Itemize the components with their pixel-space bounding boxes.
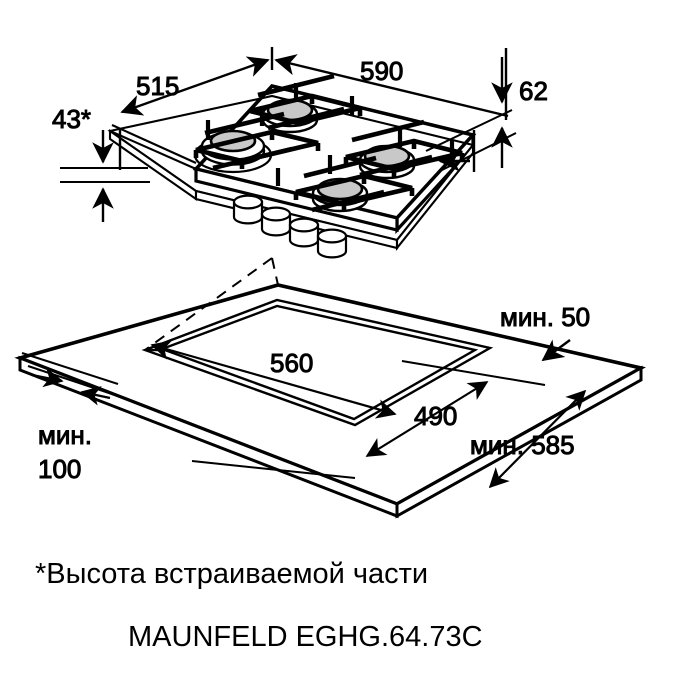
projection-line-left: [144, 257, 273, 351]
ext-line-490-top: [401, 360, 546, 386]
dim-line-min-585: [488, 389, 587, 489]
dim-arrow-min-50: [541, 339, 571, 362]
projection-line-center: [271, 257, 279, 286]
ext-line-min-100-top: [21, 352, 119, 385]
dimension-label-min-50: мин. 50: [500, 302, 590, 332]
control-knob-2[interactable]: [260, 206, 292, 237]
projection-lines: [144, 257, 279, 351]
dimension-label-515: 515: [136, 71, 179, 101]
control-knob-4[interactable]: [316, 228, 348, 259]
dimension-min-50: мин. 50: [500, 302, 591, 362]
grate-right-bar-1: [351, 119, 425, 143]
dimension-515: 515: [120, 47, 274, 116]
ext-line-62-top: [425, 109, 513, 152]
dimension-min-100: мин.100: [21, 352, 125, 485]
dimension-label-min-585: мин. 585: [470, 430, 575, 460]
countertop-assembly: [14, 257, 646, 519]
dim-line-590: [274, 54, 509, 118]
footnote-text: *Высота встраиваемой части: [35, 558, 428, 590]
dimension-label-min-100-line1: мин.100: [38, 420, 92, 484]
ext-line-490-bottom: [191, 460, 356, 479]
dim-line-490: [365, 381, 489, 457]
dimension-43: 43*: [52, 104, 150, 222]
flange-left-edge: [108, 128, 198, 202]
flange-lip-line: [111, 124, 197, 164]
grate-front-bar-2: [311, 189, 385, 213]
dimension-590: 590: [274, 48, 509, 120]
dimension-label-43: 43*: [52, 104, 91, 134]
flange-lip-line-2: [109, 130, 197, 170]
dimension-label-490: 490: [414, 401, 457, 431]
control-knobs: [232, 194, 348, 259]
dim-line-515: [120, 56, 270, 116]
dimension-min-585: мин. 585: [470, 389, 587, 489]
dim-arrow-min-100-a: [31, 367, 64, 388]
grate-left-bar-2: [212, 146, 293, 171]
pan-support-grates: [193, 73, 465, 213]
dimension-560: 560: [150, 340, 397, 419]
dim-arrow-min-100-b: [80, 386, 111, 406]
grate-right-bar-2: [359, 154, 433, 178]
hob-assembly: [107, 73, 477, 259]
dim-line-560: [150, 340, 397, 419]
model-name-text: MAUNFELD EGHG.64.73C: [128, 621, 483, 653]
dimension-490: 490: [191, 360, 546, 479]
grate-rear-bar-2: [267, 106, 345, 131]
grate-front-bar-1: [303, 155, 377, 179]
dimension-62: 62: [425, 57, 548, 173]
control-knob-1[interactable]: [232, 194, 264, 225]
dimension-label-560: 560: [270, 348, 313, 378]
control-knob-3[interactable]: [288, 217, 320, 248]
dimension-label-590: 590: [360, 56, 403, 86]
dimension-label-62: 62: [519, 76, 548, 106]
